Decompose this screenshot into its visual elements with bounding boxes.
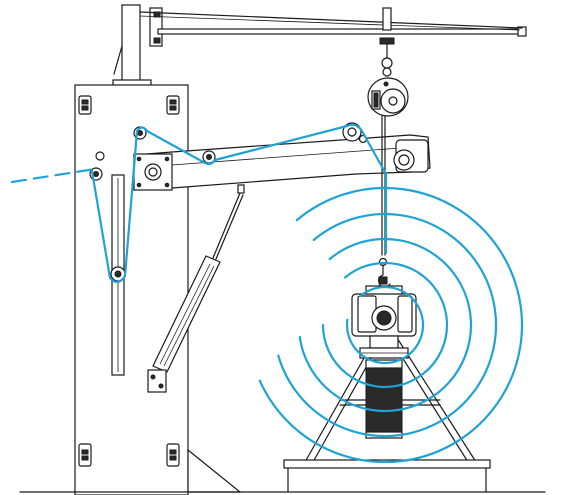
hoist-block-icon xyxy=(367,77,409,117)
gear-motor-icon xyxy=(351,285,417,439)
mounting-slot-bottom-right-icon xyxy=(166,443,180,467)
hoist-assembly xyxy=(351,77,417,439)
mounting-slot-top-right-icon xyxy=(166,95,180,115)
wire-incoming-dashed xyxy=(10,167,97,184)
cylinder-base-mount xyxy=(147,369,167,393)
coil-ring-inner xyxy=(345,285,425,365)
arm-top-pulley-hub xyxy=(347,127,357,137)
cylinder-barrel-line xyxy=(159,263,211,365)
cylinder-rod-edge xyxy=(215,194,244,260)
entry-guide-pin xyxy=(95,151,105,161)
arm-pivot-bore xyxy=(148,167,158,177)
cylinder-top-clevis xyxy=(237,184,245,194)
cylinder-mount-bolt-icon xyxy=(158,383,164,389)
trolley-post xyxy=(382,7,392,31)
jib-crane xyxy=(112,4,527,87)
mounting-slot-top-left-icon xyxy=(78,95,92,115)
cylinder-mount-bolt-icon xyxy=(150,374,156,380)
mounting-slot-bottom-left-icon xyxy=(78,443,92,467)
frame-column xyxy=(74,84,189,495)
coil-ring-outer xyxy=(258,186,524,464)
coil-ring xyxy=(321,261,449,389)
pivot-plate-bolt-icon xyxy=(164,156,170,162)
coil-ring xyxy=(298,237,473,413)
trolley-carriage xyxy=(379,37,395,45)
jib-tie-rod xyxy=(139,11,523,29)
wire-coil xyxy=(258,186,524,464)
jib-clamp-bolt-icon xyxy=(153,11,161,18)
hanger-hook-icon xyxy=(381,57,393,69)
stand-base-beam xyxy=(283,459,491,469)
jib-mast xyxy=(121,4,141,86)
wire-path xyxy=(10,123,388,284)
jib-brace-left xyxy=(113,45,123,75)
hanger-link-icon xyxy=(382,67,392,77)
coil-ring xyxy=(277,212,498,438)
cylinder-rod xyxy=(212,192,241,259)
jib-clamp-bolt-icon xyxy=(153,37,161,44)
top-idler-pulley-axle xyxy=(137,130,143,136)
pivot-plate-bolt-icon xyxy=(136,182,142,188)
dancer-pulley-axle xyxy=(114,270,122,278)
swing-arm xyxy=(89,122,431,282)
guide-roller-hub xyxy=(398,154,410,166)
entry-pulley-axle xyxy=(93,171,99,177)
frame-gusset xyxy=(187,448,242,493)
jib-tie-rod-inner xyxy=(139,15,521,31)
pivot-plate-bolt-icon xyxy=(164,182,170,188)
main-frame xyxy=(19,84,546,495)
cylinder-barrel-icon xyxy=(152,255,221,373)
wire-route xyxy=(90,123,388,284)
jib-arm-bottom-rail xyxy=(157,28,525,35)
arm-mid-pulley-axle xyxy=(206,154,212,160)
cylinder-barrel-line xyxy=(163,265,215,367)
pneumatic-cylinder xyxy=(147,184,245,393)
jib-arm-end-cap xyxy=(517,26,527,37)
pivot-plate-bolt-icon xyxy=(136,156,142,162)
